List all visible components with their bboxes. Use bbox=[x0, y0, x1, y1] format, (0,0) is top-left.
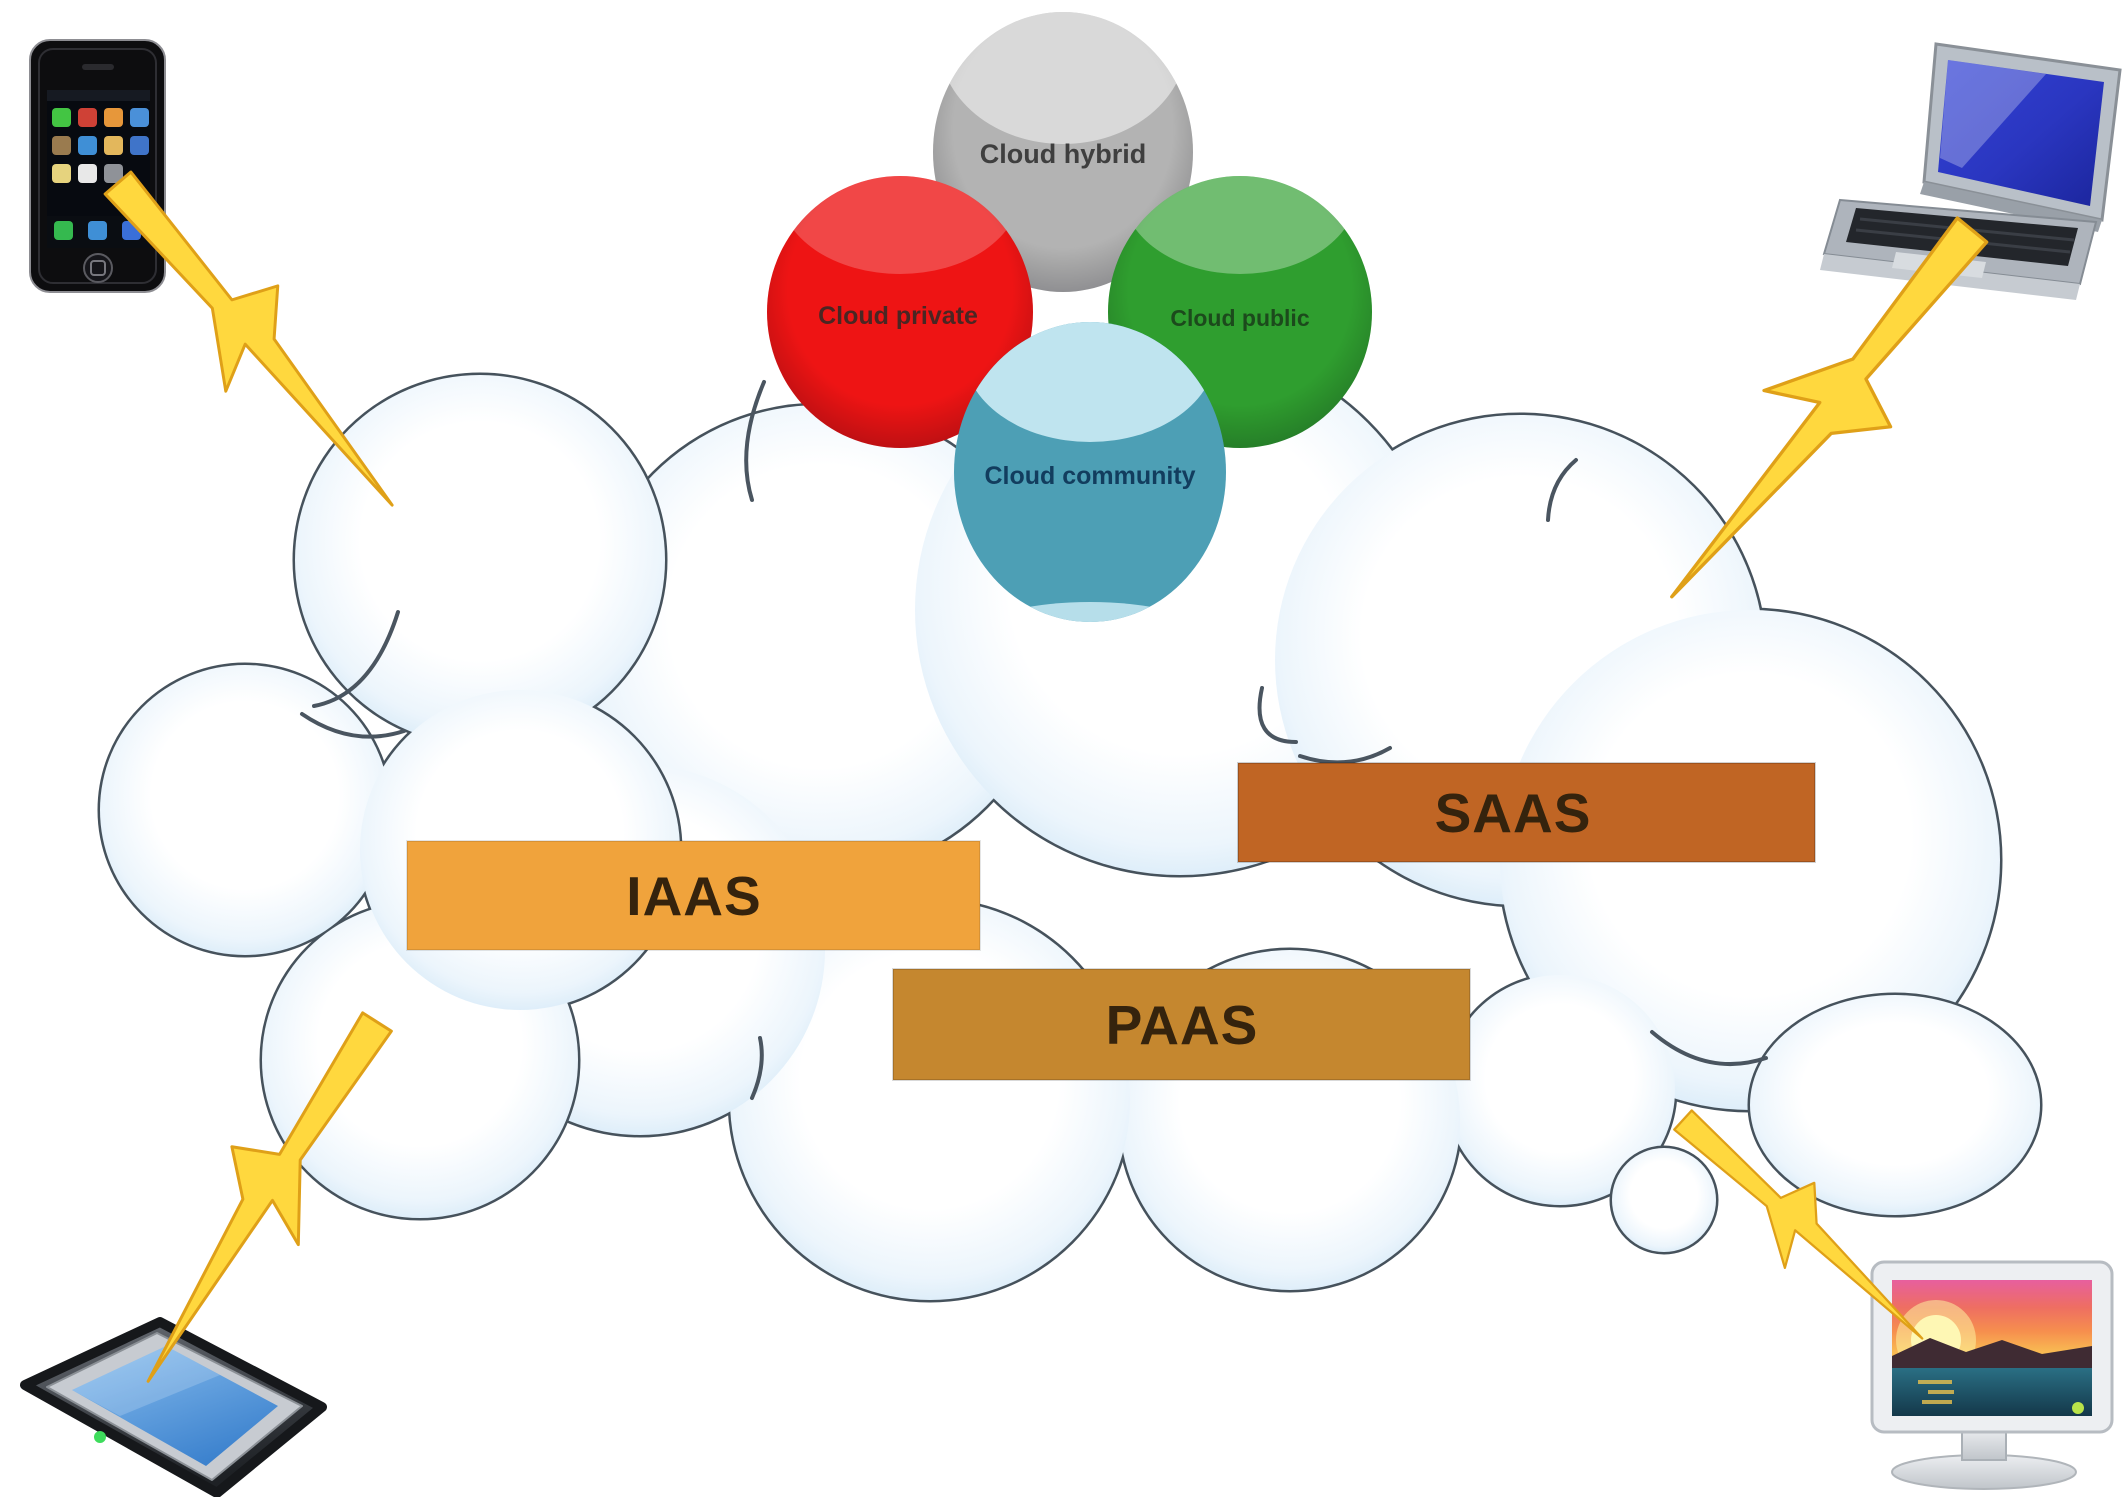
saas-bar: SAAS bbox=[1237, 762, 1816, 863]
public-gloss bbox=[1122, 176, 1358, 274]
private-label: Cloud private bbox=[818, 302, 978, 330]
iaas-bar: IAAS bbox=[406, 840, 981, 951]
cloud-accent-arcs bbox=[300, 380, 1768, 1100]
private-shade bbox=[767, 176, 1033, 448]
hybrid-gloss bbox=[939, 12, 1187, 144]
dock-icon-row bbox=[54, 221, 141, 240]
smartphone-home-button bbox=[83, 253, 113, 283]
monitor-screen bbox=[1892, 1280, 2092, 1416]
community-label: Cloud community bbox=[984, 462, 1195, 490]
deployment-model-spheres: Cloud hybrid Cloud private Cloud public bbox=[767, 12, 1372, 622]
laptop-screen bbox=[1938, 60, 2104, 206]
smartphone-bezel bbox=[38, 48, 157, 284]
iaas-rect bbox=[406, 840, 981, 951]
saas-label: SAAS bbox=[1435, 782, 1592, 844]
paas-rect bbox=[892, 968, 1471, 1081]
tablet-icon bbox=[20, 1317, 327, 1497]
smartphone-icon bbox=[29, 39, 166, 293]
laptop-screen-glare bbox=[1940, 60, 2046, 168]
app-icon-grid bbox=[52, 108, 149, 183]
tablet-screen-glare bbox=[72, 1346, 220, 1416]
deployment-model-private: Cloud private bbox=[767, 176, 1033, 448]
cloud-right-lobe-fill bbox=[1612, 995, 2040, 1252]
monitor-power-led bbox=[2072, 1402, 2084, 1414]
public-label: Cloud public bbox=[1170, 305, 1309, 331]
paas-label: PAAS bbox=[1106, 994, 1259, 1056]
smartphone-home-glyph bbox=[90, 260, 106, 276]
smartphone-statusbar bbox=[47, 90, 150, 101]
service-model-bars: SAAS IAAS PAAS bbox=[406, 762, 1816, 1081]
desktop-monitor-icon bbox=[1870, 1260, 2114, 1490]
paas-bar: PAAS bbox=[892, 968, 1471, 1081]
private-gloss bbox=[780, 176, 1020, 274]
iaas-label: IAAS bbox=[626, 865, 761, 927]
smartphone-speaker bbox=[82, 64, 114, 70]
hybrid-label: Cloud hybrid bbox=[980, 139, 1146, 169]
tablet-screen bbox=[72, 1346, 278, 1466]
saas-rect bbox=[1237, 762, 1816, 863]
deployment-model-community: Cloud community bbox=[954, 322, 1226, 622]
tablet-power-led bbox=[94, 1431, 106, 1443]
